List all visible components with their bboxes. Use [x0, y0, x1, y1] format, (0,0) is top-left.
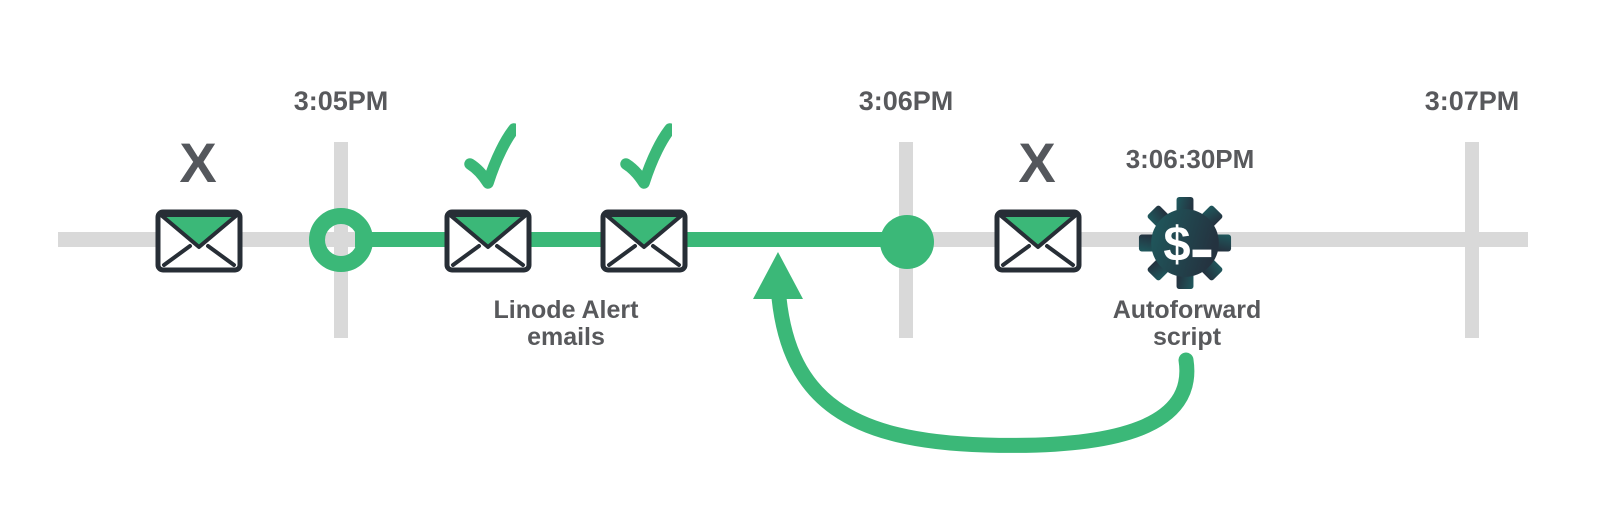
tick-label-3-06: 3:06PM	[858, 86, 954, 116]
autoforward-script-caption: Autoforward script	[1113, 297, 1262, 351]
envelope-flap	[448, 213, 528, 249]
envelope-flap	[998, 213, 1078, 249]
caption-line: script	[1152, 323, 1222, 351]
envelope-flap	[159, 213, 239, 249]
tick-label-3-07: 3:07PM	[1424, 86, 1520, 116]
tick-3-07	[1465, 142, 1479, 338]
x-mark-left: X	[179, 131, 217, 194]
dollar-glyph: $	[1163, 218, 1190, 272]
caption-line: Linode Alert	[493, 296, 639, 324]
script-time-label: 3:06:30PM	[1125, 144, 1255, 174]
envelope-flap	[604, 213, 684, 249]
arrowhead	[753, 252, 803, 299]
envelope-icon	[444, 209, 532, 273]
alert-emails-caption: Linode Alert emails	[494, 297, 639, 351]
envelope-icon	[600, 209, 688, 273]
caption-line: Autoforward	[1112, 296, 1262, 324]
window-end-marker	[880, 215, 934, 269]
envelope-icon	[155, 209, 243, 273]
x-mark-right: X	[1018, 131, 1056, 194]
gear-dollar-icon: $	[1138, 196, 1232, 290]
envelope-icon	[994, 209, 1082, 273]
checkmark-icon	[620, 123, 672, 189]
tick-label-3-05: 3:05PM	[293, 86, 389, 116]
checkmark-icon	[464, 123, 516, 189]
caption-line: emails	[527, 323, 605, 351]
prompt-dash	[1192, 249, 1212, 258]
window-start-marker	[309, 208, 373, 272]
